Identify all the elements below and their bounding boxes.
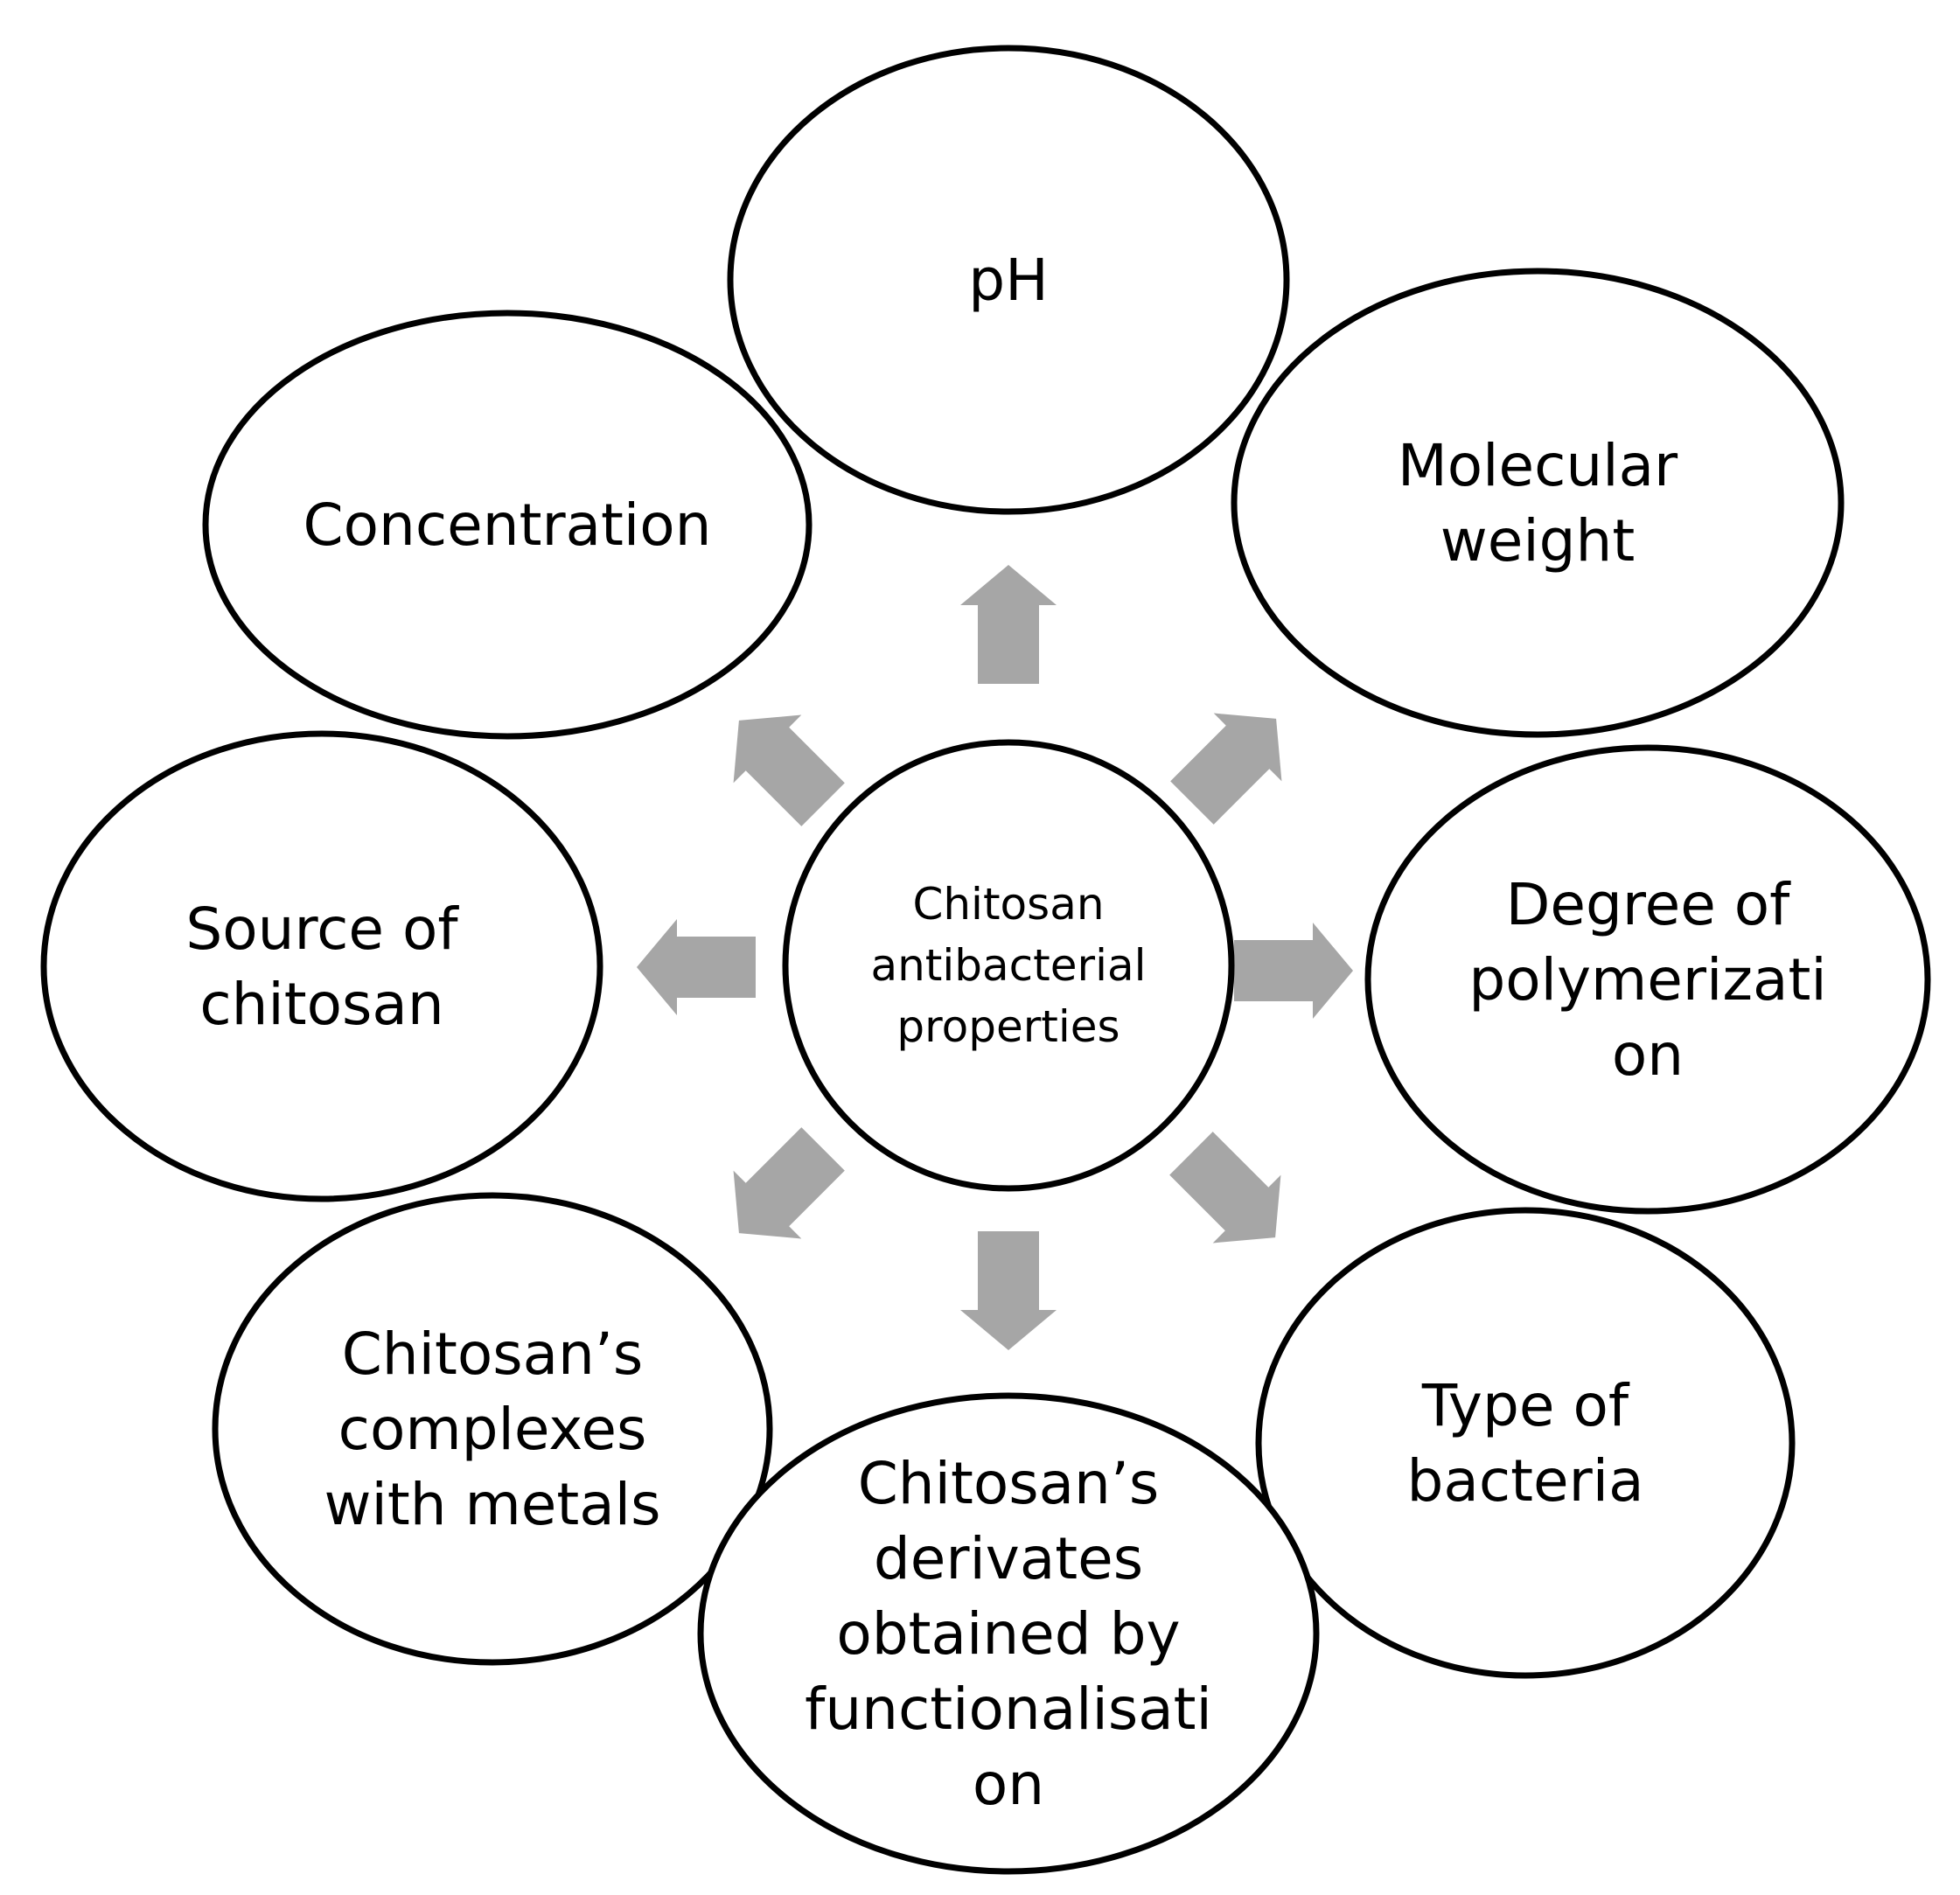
node-type-of-bacteria-label: Type of bacteria — [1406, 1372, 1643, 1515]
label-line: polymerizati — [1468, 946, 1826, 1014]
label-line: Degree of — [1506, 871, 1792, 938]
node-ph: pH — [727, 45, 1290, 515]
label-line: bacteria — [1406, 1447, 1643, 1515]
label-line: with metals — [324, 1471, 661, 1538]
label-line: Chitosan’s — [858, 1450, 1160, 1517]
center-circle — [782, 739, 1235, 1192]
arrow-to-type-of-bacteria — [1169, 1132, 1281, 1244]
node-derivates: Chitosan’s derivates obtained by functional… — [697, 1392, 1320, 1875]
arrow-up-to-ph — [960, 565, 1057, 684]
label-line: functionalisati — [805, 1676, 1212, 1743]
arrow-to-complexes-with-metals — [733, 1127, 845, 1239]
node-ph-label: pH — [968, 247, 1049, 314]
node-source-of-chitosan-label: Source of chitosan — [185, 895, 459, 1038]
node-type-of-bacteria-ellipse — [1255, 1207, 1796, 1679]
label-line: antibacterial — [870, 940, 1146, 991]
arrow-down-to-derivates — [960, 1231, 1057, 1350]
node-complexes-with-metals-ellipse — [212, 1192, 773, 1666]
node-source-of-chitosan-ellipse — [40, 730, 603, 1202]
node-concentration-label: Concentration — [303, 491, 712, 559]
label-line: weight — [1440, 507, 1636, 575]
node-derivates-ellipse — [697, 1392, 1320, 1875]
node-molecular-weight-ellipse — [1231, 268, 1845, 738]
node-concentration-ellipse — [202, 310, 813, 740]
node-concentration: Concentration — [202, 310, 813, 740]
label-line: Source of — [185, 895, 459, 963]
arrow-to-source-of-chitosan — [637, 919, 756, 1015]
label-line: Molecular — [1398, 432, 1678, 499]
node-derivates-label: Chitosan’s derivates obtained by functional… — [805, 1450, 1212, 1818]
label-line: Concentration — [303, 491, 712, 559]
node-ph-ellipse — [727, 45, 1290, 515]
label-line: pH — [968, 247, 1049, 314]
label-line: derivates — [874, 1525, 1143, 1592]
center-label: Chitosan antibacterial properties — [870, 879, 1146, 1052]
label-line: Chitosan’s — [342, 1320, 644, 1388]
label-line: complexes — [338, 1396, 647, 1463]
label-line: chitosan — [199, 971, 443, 1038]
node-source-of-chitosan: Source of chitosan — [40, 730, 603, 1202]
nodes-group: pH Molecular weight Degree of polymerizati… — [40, 45, 1931, 1875]
node-complexes-with-metals: Chitosan’s complexes with metals — [212, 1192, 773, 1666]
node-type-of-bacteria: Type of bacteria — [1255, 1207, 1796, 1679]
node-degree-of-polymerization-ellipse — [1364, 744, 1931, 1215]
center-node: Chitosan antibacterial properties — [782, 739, 1235, 1192]
arrow-to-degree-of-polymerization — [1234, 923, 1353, 1019]
node-complexes-with-metals-label: Chitosan’s complexes with metals — [324, 1320, 661, 1538]
node-degree-of-polymerization: Degree of polymerizati on — [1364, 744, 1931, 1215]
label-line: Type of — [1421, 1372, 1630, 1439]
node-molecular-weight: Molecular weight — [1231, 268, 1845, 738]
arrow-to-molecular-weight — [1170, 713, 1282, 825]
arrows-group — [637, 565, 1353, 1350]
label-line: properties — [896, 1001, 1120, 1052]
node-molecular-weight-label: Molecular weight — [1398, 432, 1678, 575]
label-line: Chitosan — [912, 879, 1104, 930]
node-degree-of-polymerization-label: Degree of polymerizati on — [1468, 871, 1826, 1089]
label-line: on — [1612, 1021, 1684, 1089]
label-line: obtained by — [836, 1600, 1180, 1668]
arrow-to-concentration — [733, 714, 845, 826]
label-line: on — [973, 1751, 1044, 1818]
